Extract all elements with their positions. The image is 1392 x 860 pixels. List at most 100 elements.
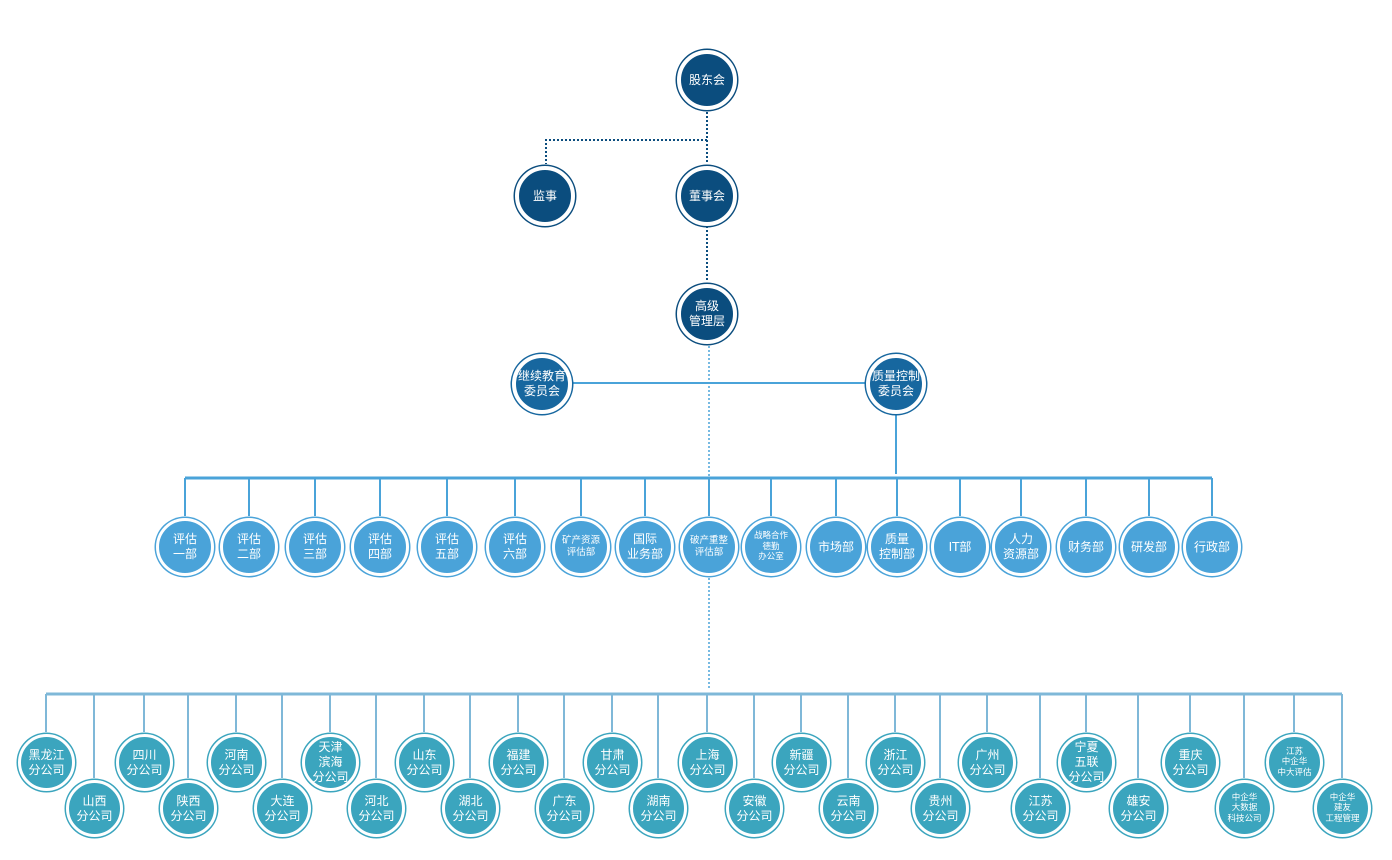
node-department[interactable]: 行政部 [1183,518,1241,576]
node-management[interactable]: 高级 管理层 [677,284,737,344]
node-branch[interactable]: 广州 分公司 [959,734,1016,791]
node-label: 河南 分公司 [218,747,255,777]
node-department[interactable]: 财务部 [1057,518,1115,576]
branch-drops [45,694,1343,778]
node-department[interactable]: 质量 控制部 [868,518,926,576]
node-branch[interactable]: 黑龙江 分公司 [18,734,75,791]
node-department[interactable]: 战略合作 德勤 办公室 [742,518,800,576]
node-department[interactable]: 矿产资源 评估部 [552,518,610,576]
node-branch[interactable]: 上海 分公司 [679,734,736,791]
node-branch[interactable]: 湖北 分公司 [442,780,499,837]
node-department[interactable]: 破产重整 评估部 [680,518,738,576]
node-label: 上海 分公司 [689,747,726,777]
node-department[interactable]: 评估 六部 [486,518,544,576]
node-label: 江苏 分公司 [1022,793,1059,823]
node-label: 中企华 大数据 科技公司 [1227,792,1262,824]
node-label: 四川 分公司 [126,747,163,777]
node-branch[interactable]: 陕西 分公司 [160,780,217,837]
node-branch[interactable]: 湖南 分公司 [630,780,687,837]
node-label: 贵州 分公司 [922,793,959,823]
node-label: 云南 分公司 [830,793,867,823]
node-label: 评估 四部 [367,532,392,561]
node-label: 雄安 分公司 [1120,793,1157,823]
node-label: 评估 二部 [236,532,261,561]
node-branch[interactable]: 新疆 分公司 [773,734,830,791]
node-label: IT部 [948,539,972,554]
node-label: 继续教育 委员会 [517,369,566,398]
node-branch[interactable]: 山东 分公司 [396,734,453,791]
node-label: 破产重整 评估部 [689,535,728,558]
node-label: 市场部 [817,539,854,554]
node-branch[interactable]: 云南 分公司 [820,780,877,837]
node-label: 人力 资源部 [1002,532,1039,561]
node-branch[interactable]: 重庆 分公司 [1162,734,1219,791]
node-department[interactable]: 市场部 [807,518,865,576]
node-label: 股东会 [688,72,725,87]
node-department[interactable]: 评估 二部 [220,518,278,576]
node-label: 国际 业务部 [626,532,663,561]
node-label: 研发部 [1130,539,1167,554]
node-quality-committee[interactable]: 质量控制 委员会 [866,354,926,414]
node-label: 新疆 分公司 [783,747,820,777]
node-label: 矿产资源 评估部 [561,535,600,558]
node-branch[interactable]: 山西 分公司 [66,780,123,837]
node-label: 广州 分公司 [969,747,1006,777]
node-supervisor[interactable]: 监事 [515,166,575,226]
node-branch[interactable]: 中企华 大数据 科技公司 [1216,780,1273,837]
node-branch[interactable]: 江苏 分公司 [1012,780,1069,837]
node-label: 财务部 [1067,539,1104,554]
node-branch[interactable]: 河北 分公司 [348,780,405,837]
node-label: 天津 滨海 分公司 [312,740,349,784]
node-department[interactable]: 评估 四部 [351,518,409,576]
node-board[interactable]: 董事会 [677,166,737,226]
node-department[interactable]: 评估 三部 [286,518,344,576]
node-department[interactable]: 评估 五部 [418,518,476,576]
node-label: 高级 管理层 [688,299,725,328]
node-branch[interactable]: 江苏 中企华 中大评估 [1266,734,1323,791]
department-drops [184,478,1213,516]
node-branch[interactable]: 安徽 分公司 [726,780,783,837]
node-label: 董事会 [688,188,725,203]
node-branch[interactable]: 中企华 建友 工程管理 [1314,780,1371,837]
node-branch[interactable]: 天津 滨海 分公司 [302,734,359,791]
node-label: 江苏 中企华 中大评估 [1277,746,1312,778]
node-label: 河北 分公司 [358,793,395,823]
node-department[interactable]: 国际 业务部 [616,518,674,576]
node-department[interactable]: 研发部 [1120,518,1178,576]
node-branch[interactable]: 宁夏 五联 分公司 [1058,734,1115,791]
node-label: 广东 分公司 [546,793,583,823]
node-label: 评估 一部 [172,532,197,561]
node-label: 评估 三部 [302,532,327,561]
node-label: 山东 分公司 [406,747,443,777]
connector-to-supervisor [545,139,707,164]
node-label: 质量控制 委员会 [871,369,920,398]
node-branch[interactable]: 河南 分公司 [208,734,265,791]
node-shareholders[interactable]: 股东会 [677,50,737,110]
node-branch[interactable]: 福建 分公司 [490,734,547,791]
node-department[interactable]: IT部 [931,518,989,576]
node-branch[interactable]: 雄安 分公司 [1110,780,1167,837]
node-label: 湖南 分公司 [640,793,677,823]
node-label: 宁夏 五联 分公司 [1068,740,1105,784]
node-department[interactable]: 人力 资源部 [992,518,1050,576]
node-department[interactable]: 评估 一部 [156,518,214,576]
node-branch[interactable]: 浙江 分公司 [867,734,924,791]
node-label: 甘肃 分公司 [594,747,631,777]
node-label: 福建 分公司 [500,747,537,777]
node-education-committee[interactable]: 继续教育 委员会 [512,354,572,414]
node-label: 山西 分公司 [76,793,113,823]
node-label: 大连 分公司 [264,793,301,823]
node-label: 评估 六部 [502,532,527,561]
node-label: 中企华 建友 工程管理 [1325,792,1360,824]
node-label: 重庆 分公司 [1172,747,1209,777]
node-label: 行政部 [1193,539,1230,554]
node-branch[interactable]: 贵州 分公司 [912,780,969,837]
node-label: 安徽 分公司 [736,793,773,823]
node-label: 监事 [532,188,557,203]
node-branch[interactable]: 广东 分公司 [536,780,593,837]
node-branch[interactable]: 大连 分公司 [254,780,311,837]
node-branch[interactable]: 甘肃 分公司 [584,734,641,791]
node-branch[interactable]: 四川 分公司 [116,734,173,791]
